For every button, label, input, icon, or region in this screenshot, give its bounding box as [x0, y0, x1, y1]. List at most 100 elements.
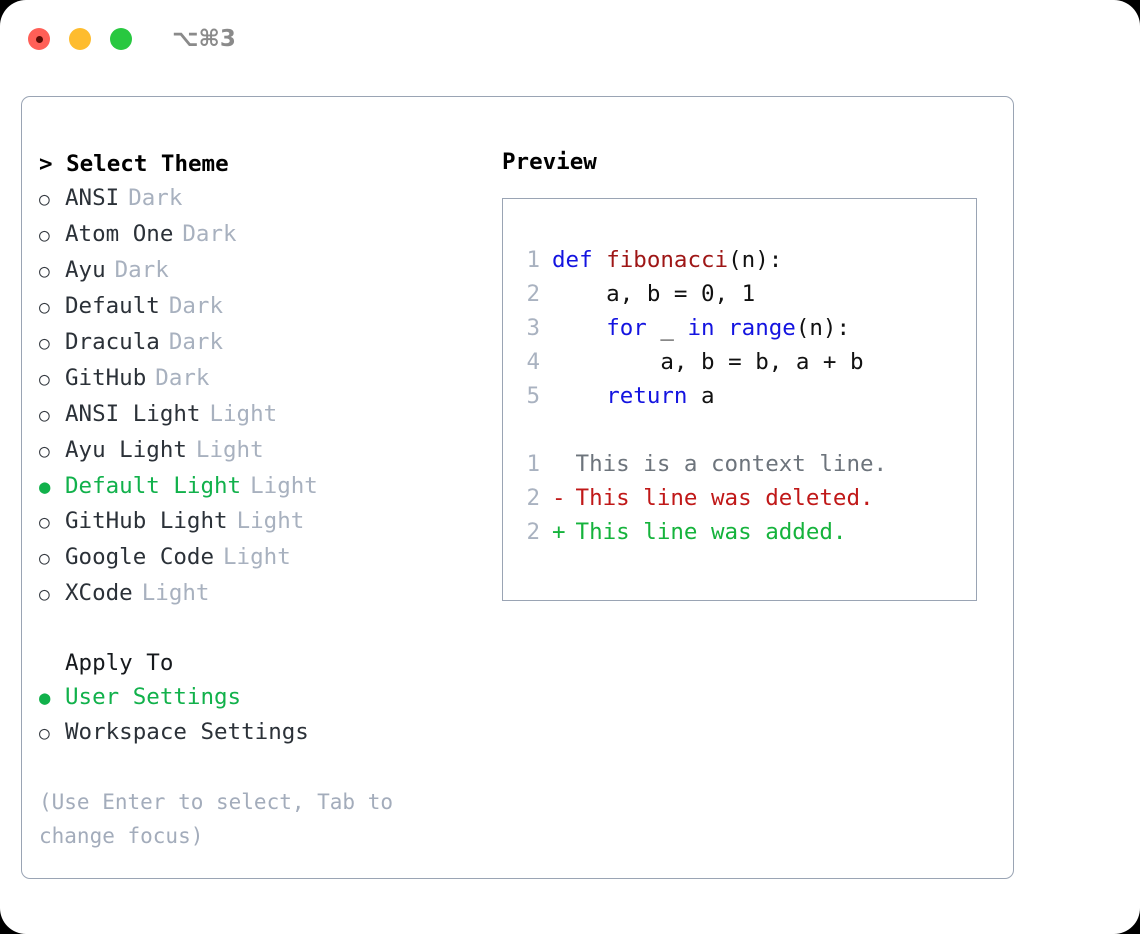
diff-sample: 1 This is a context line.2-This line was… — [516, 447, 976, 549]
radio-unselected-icon: ○ — [39, 189, 50, 210]
diff-marker-icon: + — [552, 519, 566, 545]
radio-unselected-icon: ○ — [39, 548, 50, 569]
code-diff-gap — [516, 413, 976, 447]
theme-category-tag: Light — [195, 437, 264, 463]
code-line-number: 5 — [526, 383, 540, 409]
diff-marker-icon — [552, 447, 566, 481]
radio-selected-icon: ● — [39, 476, 51, 498]
theme-option-atom-one[interactable]: ○ Atom One Dark — [39, 217, 489, 253]
apply-to-option-label: User Settings — [65, 684, 242, 710]
theme-option-label: ANSI Light — [65, 401, 201, 427]
theme-option-ayu-light[interactable]: ○ Ayu Light Light — [39, 433, 489, 469]
keyboard-hint-text: (Use Enter to select, Tab to change focu… — [39, 790, 394, 848]
diff-line-number: 2 — [526, 485, 540, 511]
code-token-pl: (n): — [795, 315, 851, 341]
diff-line-number: 1 — [526, 451, 540, 477]
apply-to-option-user-settings[interactable]: ● User Settings — [39, 680, 489, 715]
code-token-pl: a — [687, 383, 715, 409]
theme-category-tag: Dark — [128, 185, 183, 211]
preview-title: Preview — [502, 149, 597, 175]
diff-line-add: 2+This line was added. — [516, 515, 976, 549]
code-token-pl: _ — [646, 315, 688, 341]
theme-category-tag: Dark — [168, 293, 224, 319]
code-line-text: a, b = b, a + b — [552, 345, 863, 379]
code-line-text: for _ in range(n): — [552, 311, 850, 345]
code-line-text: a, b = 0, 1 — [552, 277, 755, 311]
theme-option-label: Google Code — [65, 544, 215, 570]
code-line: 3 for _ in range(n): — [516, 311, 976, 345]
diff-line-text: This is a context line. — [575, 451, 888, 477]
theme-option-label: GitHub — [65, 365, 147, 391]
code-line-number: 4 — [526, 349, 540, 375]
code-token-kw: return — [606, 383, 688, 409]
diff-marker-icon: - — [552, 485, 566, 511]
theme-category-tag: Light — [236, 508, 305, 534]
theme-option-github[interactable]: ○ GitHub Dark — [39, 361, 489, 397]
maximize-button-icon[interactable] — [110, 28, 132, 50]
radio-unselected-icon: ○ — [39, 441, 50, 462]
theme-category-tag: Light — [223, 544, 291, 570]
close-button-icon[interactable] — [28, 28, 50, 50]
minimize-button-icon[interactable] — [69, 28, 91, 50]
theme-category-tag: Dark — [182, 221, 237, 247]
theme-option-label: Default — [65, 293, 160, 319]
list-spacer — [39, 612, 489, 646]
apply-to-option-list: ● User Settings ○ Workspace Settings — [39, 680, 489, 751]
apply-to-option-label: Workspace Settings — [65, 719, 309, 745]
theme-category-tag: Dark — [168, 329, 224, 355]
theme-category-tag: Light — [209, 401, 278, 427]
radio-unselected-icon: ○ — [39, 405, 50, 426]
theme-option-ayu[interactable]: ○ Ayu Dark — [39, 253, 489, 289]
code-line: 5 return a — [516, 379, 976, 413]
code-token-fn: fibonacci — [606, 247, 729, 273]
apply-to-option-workspace-settings[interactable]: ○ Workspace Settings — [39, 715, 489, 751]
theme-option-google-code[interactable]: ○ Google Code Light — [39, 540, 489, 576]
keyboard-shortcut-label: ⌥⌘3 — [172, 26, 236, 52]
radio-unselected-icon: ○ — [39, 261, 50, 282]
code-token-pl: (n): — [728, 247, 783, 273]
code-line: 2 a, b = 0, 1 — [516, 277, 976, 311]
title-bar: ⌥⌘3 — [0, 0, 1140, 78]
theme-category-tag: Dark — [155, 365, 210, 391]
code-line-text: return a — [552, 379, 715, 413]
theme-option-label: Dracula — [65, 329, 160, 355]
radio-unselected-icon: ○ — [39, 584, 50, 605]
radio-unselected-icon: ○ — [39, 723, 50, 744]
theme-option-github-light[interactable]: ○ GitHub Light Light — [39, 504, 489, 540]
theme-option-label: GitHub Light — [65, 508, 228, 534]
radio-unselected-icon: ○ — [39, 333, 50, 354]
radio-unselected-icon: ○ — [39, 369, 50, 390]
radio-unselected-icon: ○ — [39, 512, 50, 533]
theme-option-label: Atom One — [65, 221, 174, 247]
theme-option-label: Ayu — [65, 257, 106, 283]
code-token-kw: def — [552, 247, 607, 273]
radio-selected-icon: ● — [39, 687, 51, 709]
theme-option-dracula[interactable]: ○ Dracula Dark — [39, 325, 489, 361]
window-controls — [28, 28, 132, 50]
code-token-kw: for — [606, 315, 647, 341]
code-token-pl: a, b = 0, 1 — [552, 281, 756, 307]
code-token-kw: in range — [687, 315, 796, 341]
diff-line-ctx: 1 This is a context line. — [516, 447, 976, 481]
theme-option-label: XCode — [65, 580, 133, 606]
apply-to-header: Apply To — [65, 650, 174, 676]
record-dot-icon — [35, 35, 43, 43]
diff-line-del: 2-This line was deleted. — [516, 481, 976, 515]
code-line: 4 a, b = b, a + b — [516, 345, 976, 379]
theme-option-ansi-light[interactable]: ○ ANSI Light Light — [39, 397, 489, 433]
diff-line-number: 2 — [526, 519, 540, 545]
code-line-number: 3 — [526, 315, 540, 341]
radio-unselected-icon: ○ — [39, 225, 50, 246]
code-line-text: def fibonacci(n): — [552, 243, 782, 277]
theme-option-label: Ayu Light — [65, 437, 187, 463]
theme-category-tag: Dark — [114, 257, 169, 283]
